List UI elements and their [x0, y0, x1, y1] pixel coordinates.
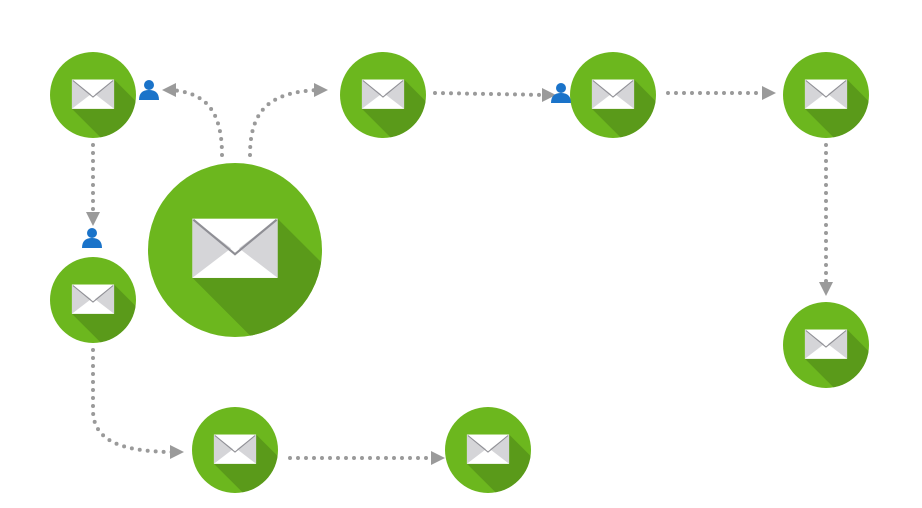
email-node — [50, 257, 136, 343]
envelope-icon — [361, 79, 405, 109]
arrow-head-icon — [314, 83, 328, 97]
connector-arrow — [819, 143, 833, 296]
envelope-icon — [71, 284, 115, 314]
connector-arrow — [162, 83, 224, 157]
dotted-line — [168, 88, 224, 157]
persons — [82, 80, 571, 248]
arrow-head-icon — [162, 83, 176, 97]
email-node — [783, 52, 869, 138]
envelope-icon — [804, 329, 848, 359]
connector-arrow — [433, 88, 556, 102]
envelope-icon — [213, 434, 257, 464]
arrow-head-icon — [431, 451, 445, 465]
envelope-icon — [71, 79, 115, 109]
connector-arrow — [248, 83, 328, 157]
email-node — [445, 407, 531, 493]
dotted-line — [91, 348, 177, 454]
arrow-head-icon — [542, 88, 556, 102]
arrow-head-icon — [86, 212, 100, 226]
envelope-icon — [466, 434, 510, 464]
connector-arrow — [86, 143, 100, 226]
connector-arrow — [666, 86, 776, 100]
person-icon — [139, 80, 159, 100]
email-node — [340, 52, 426, 138]
email-node — [50, 52, 136, 138]
connector-arrow — [288, 451, 445, 465]
nodes — [50, 52, 869, 493]
person-icon — [551, 83, 571, 103]
connector-arrow — [91, 348, 184, 459]
arrow-head-icon — [819, 282, 833, 296]
email-node — [192, 407, 278, 493]
node-shadow — [192, 218, 322, 337]
envelope-icon — [804, 79, 848, 109]
person-icon — [82, 228, 102, 248]
envelope-icon — [192, 218, 278, 278]
email-node — [148, 163, 322, 337]
dotted-line — [248, 88, 320, 157]
email-node — [570, 52, 656, 138]
email-node — [783, 302, 869, 388]
arrow-head-icon — [170, 445, 184, 459]
envelope-icon — [591, 79, 635, 109]
arrow-head-icon — [762, 86, 776, 100]
connectors — [86, 83, 833, 465]
dotted-line — [433, 91, 550, 97]
